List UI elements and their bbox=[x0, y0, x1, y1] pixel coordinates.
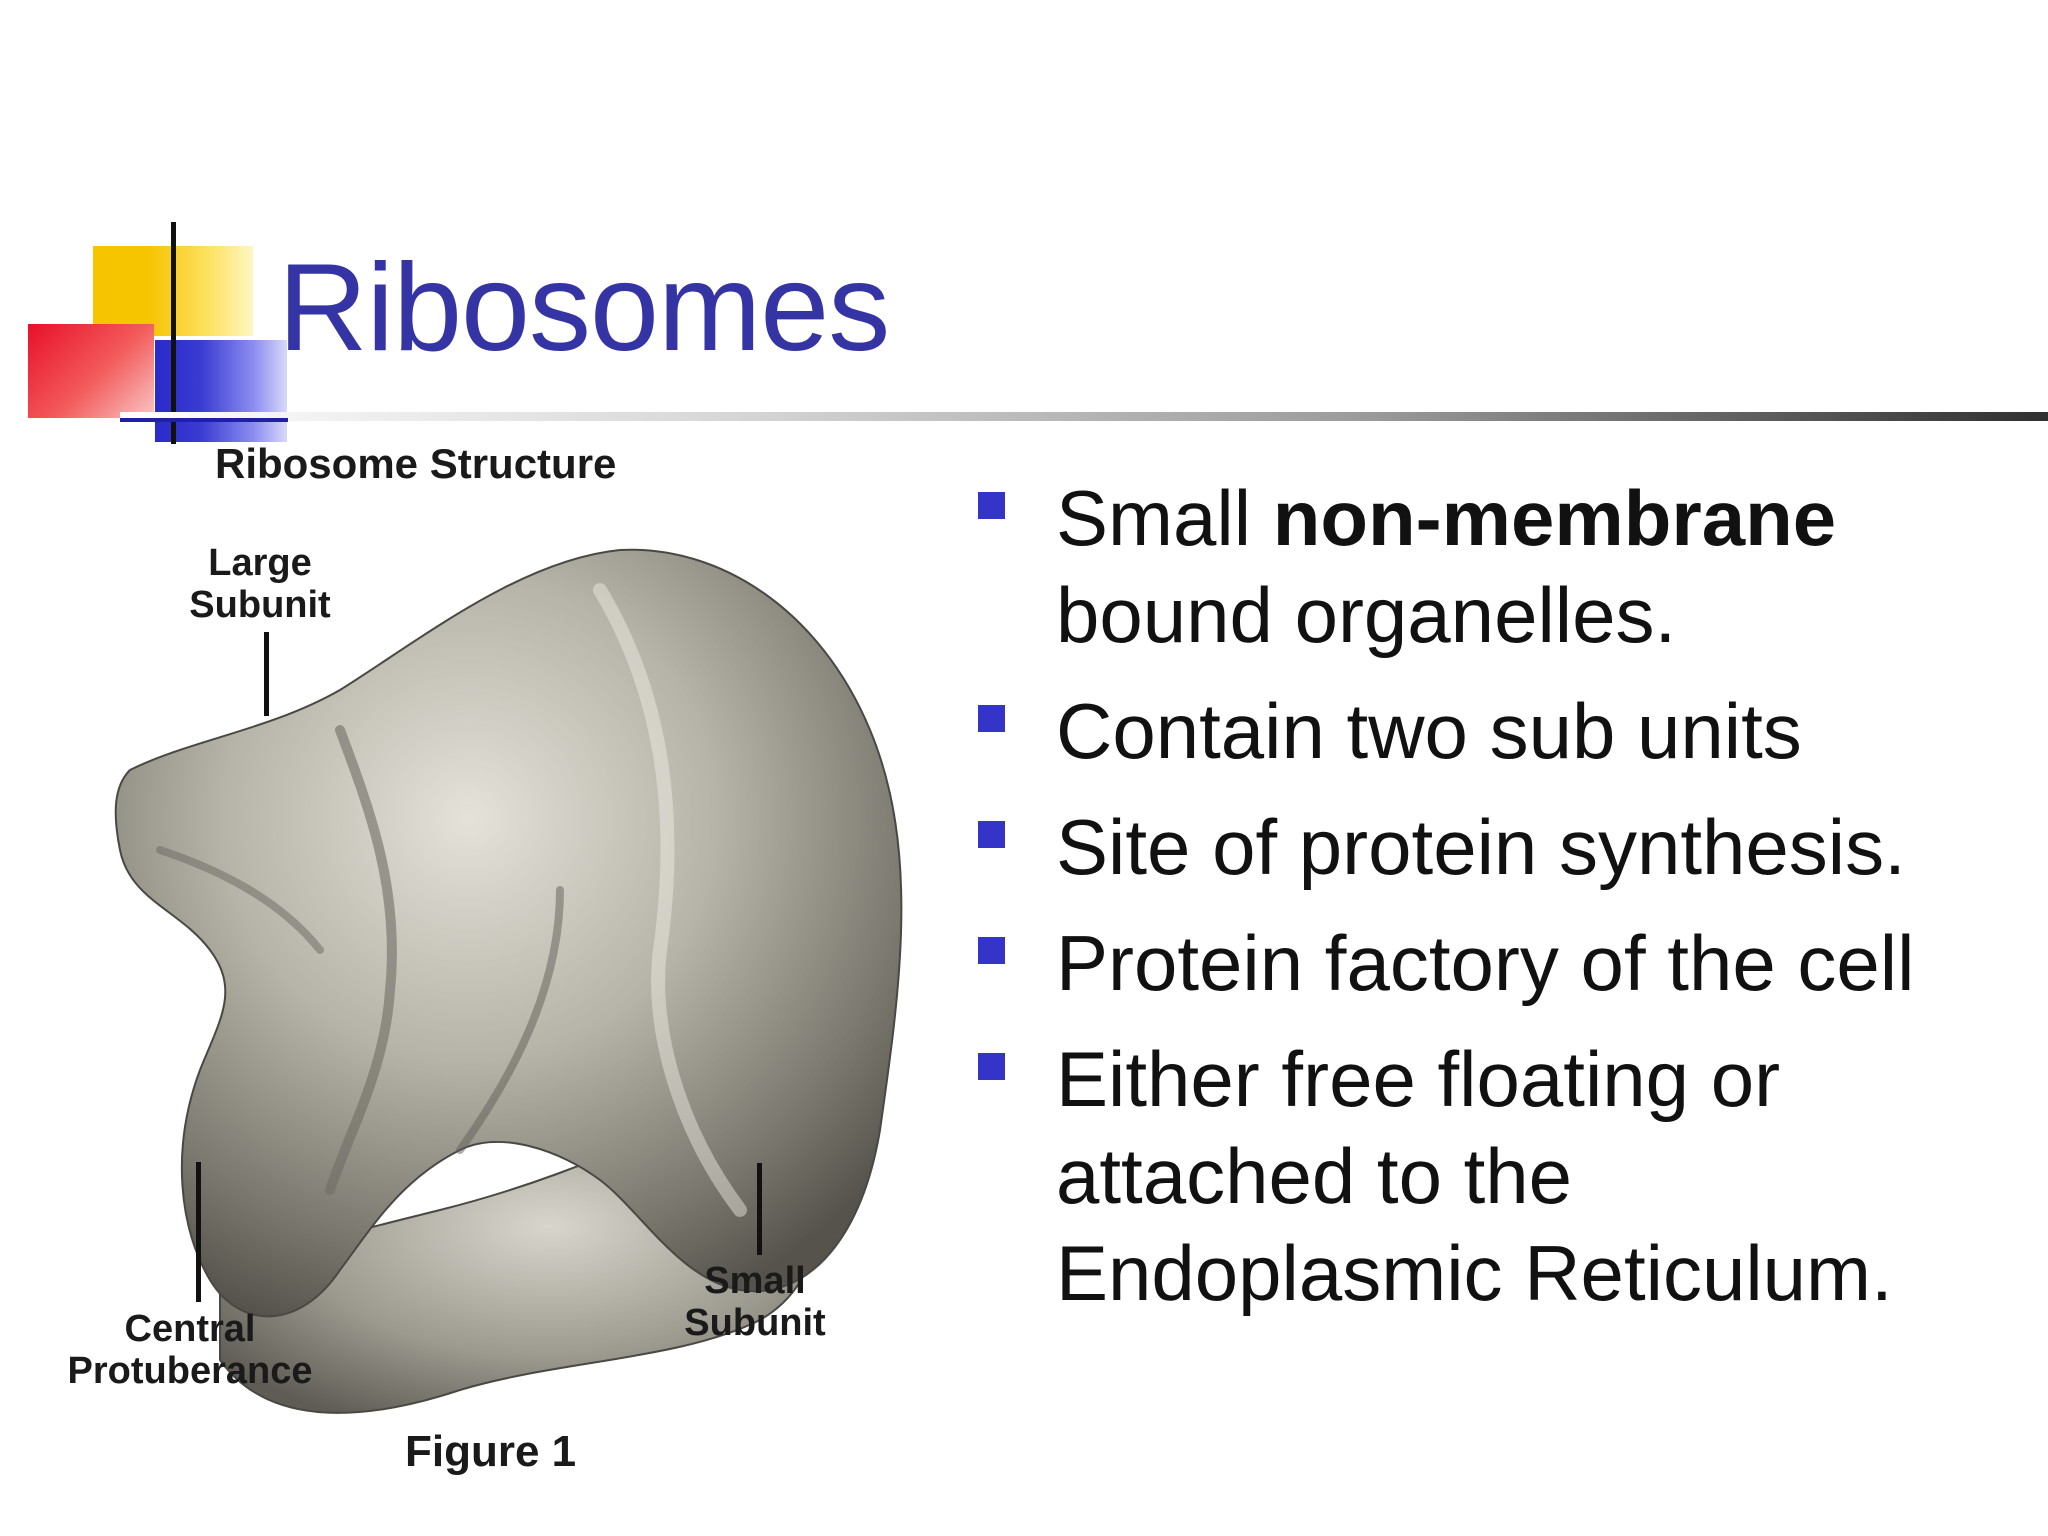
bullet-item: Site of protein synthesis. bbox=[978, 799, 2038, 896]
blue-square-decoration bbox=[155, 340, 287, 442]
bullet-square-icon bbox=[978, 705, 1005, 732]
bullet-square-icon bbox=[978, 821, 1005, 848]
bullet-item: Contain two sub units bbox=[978, 683, 2038, 780]
label-central-protuberance: Central Protuberance bbox=[67, 1308, 313, 1392]
bullet-text: bound organelles. bbox=[1056, 571, 1677, 659]
bullet-item: Small non-membrane bound organelles. bbox=[978, 470, 2038, 664]
label-large-subunit: Large Subunit bbox=[189, 542, 331, 626]
bullet-list: Small non-membrane bound organelles. Con… bbox=[978, 470, 2038, 1341]
title-underline-rule bbox=[120, 412, 2048, 421]
leader-line-central-protuberance bbox=[196, 1162, 201, 1302]
ribosome-illustration bbox=[114, 548, 903, 1414]
bullet-text: Contain two sub units bbox=[1056, 687, 1802, 775]
bullet-square-icon bbox=[978, 937, 1005, 964]
bullet-text: Either free floating or attached to the … bbox=[1056, 1035, 1893, 1317]
bullet-text-bold: non-membrane bbox=[1272, 474, 1837, 562]
figure-caption: Figure 1 bbox=[405, 1427, 577, 1476]
bullet-text: Site of protein synthesis. bbox=[1056, 803, 1906, 891]
bullet-square-icon bbox=[978, 492, 1005, 519]
leader-line-small-subunit bbox=[757, 1163, 762, 1255]
bullet-text: Protein factory of the cell bbox=[1056, 919, 1915, 1007]
bullet-square-icon bbox=[978, 1053, 1005, 1080]
blue-line-decoration bbox=[120, 418, 288, 422]
leader-line-large-subunit bbox=[264, 632, 269, 716]
bullet-item: Protein factory of the cell bbox=[978, 915, 2038, 1012]
bullet-item: Either free floating or attached to the … bbox=[978, 1031, 2038, 1322]
bullet-text: Small bbox=[1056, 474, 1273, 562]
figure-heading: Ribosome Structure bbox=[215, 440, 617, 487]
ribosome-figure: Ribosome Structure Large Subunit Central… bbox=[40, 430, 940, 1530]
red-square-decoration bbox=[28, 324, 154, 418]
label-small-subunit: Small Subunit bbox=[684, 1260, 826, 1344]
vertical-line-decoration bbox=[171, 222, 176, 444]
slide-title: Ribosomes bbox=[278, 239, 890, 377]
